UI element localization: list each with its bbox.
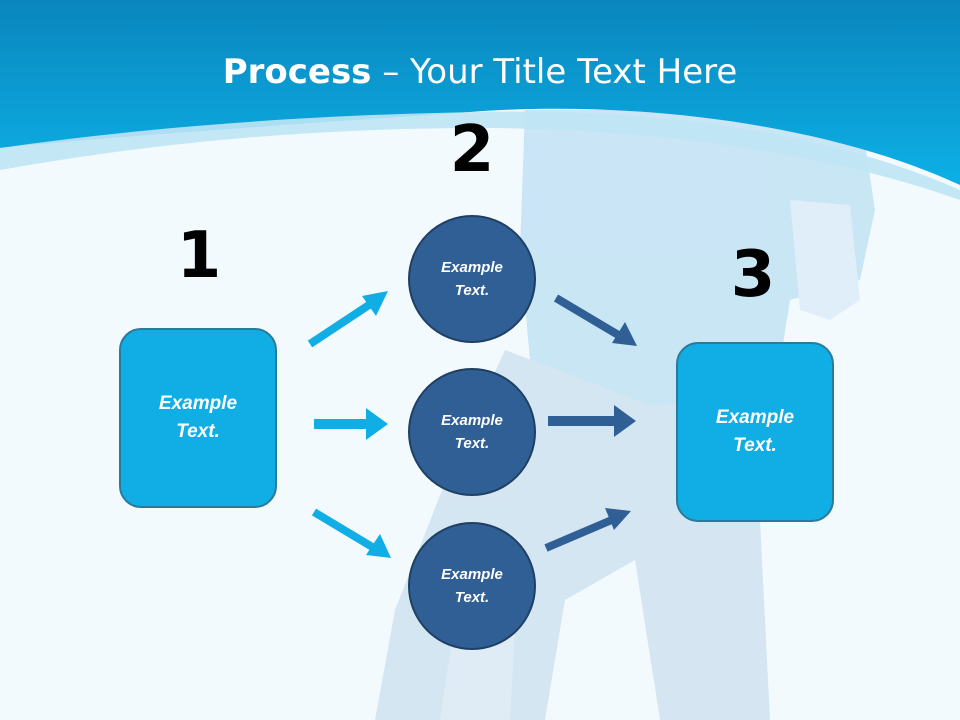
step-2-circle-3-label: Example Text.	[441, 565, 503, 606]
step-2-circle-2-label: Example Text.	[441, 411, 503, 452]
step-1-box: Example Text.	[119, 328, 277, 508]
step-3-label: Example Text.	[715, 406, 795, 457]
step-3-number: 3	[730, 238, 776, 312]
header-swoosh	[0, 111, 960, 200]
step-1-number: 1	[176, 219, 222, 293]
arrow-1-to-2b	[314, 408, 388, 440]
step-2-circle-3: Example Text.	[408, 522, 536, 650]
arrow-2c-to-3	[544, 508, 631, 552]
step-2-circle-1-label: Example Text.	[441, 258, 503, 299]
header-band	[0, 0, 960, 185]
step-2-circle-1: Example Text.	[408, 215, 536, 343]
title-bold: Process	[222, 52, 372, 92]
arrow-2b-to-3	[548, 405, 636, 437]
step-2-number: 2	[449, 113, 495, 187]
step-3-box: Example Text.	[676, 342, 834, 522]
arrow-1-to-2c	[311, 508, 391, 558]
title-rest: – Your Title Text Here	[371, 52, 738, 92]
arrow-2a-to-3	[553, 294, 637, 346]
step-2-circle-2: Example Text.	[408, 368, 536, 496]
step-1-label: Example Text.	[158, 392, 238, 443]
slide-title: Process – Your Title Text Here	[0, 52, 960, 92]
arrow-1-to-2a	[307, 291, 388, 348]
